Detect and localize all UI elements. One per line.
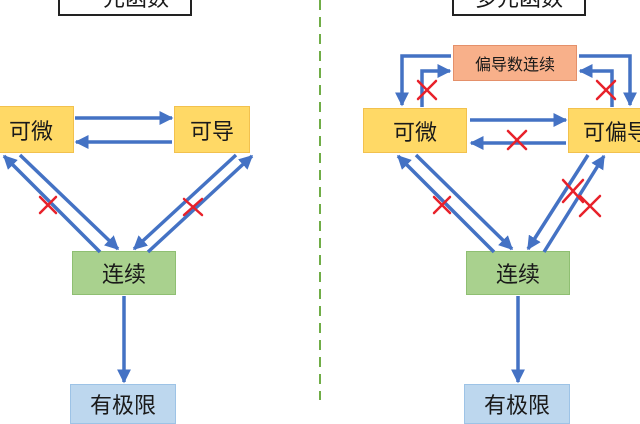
left-node-derivable-label: 可导 (189, 119, 234, 145)
arrow-left-continuous-to-diff (2, 154, 102, 254)
right-node-differentiable: 可微 (363, 108, 467, 153)
right-node-partial-continuous: 偏导数连续 (453, 45, 577, 81)
arrow-right-pc-to-diff (395, 54, 451, 107)
diagram-canvas (2, 0, 637, 400)
right-node-partial-continuous-label: 偏导数连续 (474, 55, 555, 74)
arrow-left-continuous-to-derivable (146, 154, 254, 254)
left-node-continuous: 连续 (72, 251, 176, 295)
left-title: 一元函数 (81, 0, 169, 13)
right-title: 多元函数 (475, 0, 563, 13)
left-node-differentiable-label: 可微 (8, 119, 53, 145)
cross-right-continuous-to-diff (432, 195, 452, 215)
right-node-continuous-label: 连续 (495, 263, 540, 288)
arrow-right-diff-to-continuous (414, 153, 514, 251)
arrow-right-continuous-to-partial (542, 154, 606, 253)
right-node-partial-derivable-label: 可偏导 (582, 120, 640, 146)
left-node-differentiable: 可微 (0, 106, 74, 153)
left-node-derivable: 可导 (174, 106, 250, 153)
cross-left-continuous-to-derivable (182, 197, 204, 217)
cross-right-partial-to-pc (595, 79, 617, 101)
cross-right-diff-to-pc (416, 79, 438, 101)
right-node-continuous: 连续 (466, 251, 570, 295)
right-node-differentiable-label: 可微 (392, 120, 437, 146)
left-title-box: 一元函数 (58, 0, 192, 16)
arrow-right-continuous-to-diff (396, 154, 496, 254)
cross-right-continuous-to-partial (578, 194, 602, 218)
arrow-left-diff-to-continuous (18, 153, 120, 251)
right-node-partial-derivable: 可偏导 (568, 108, 640, 153)
cross-left-continuous-to-diff (38, 195, 58, 215)
left-node-continuous-label: 连续 (101, 263, 146, 288)
cross-right-partial-to-diff (506, 129, 528, 151)
right-title-box: 多元函数 (452, 0, 586, 16)
cross-right-partial-to-continuous (561, 178, 585, 204)
arrow-right-partial-to-continuous (526, 154, 590, 251)
arrow-left-derivable-to-continuous (132, 153, 238, 251)
arrow-right-pc-to-partial (579, 54, 637, 107)
